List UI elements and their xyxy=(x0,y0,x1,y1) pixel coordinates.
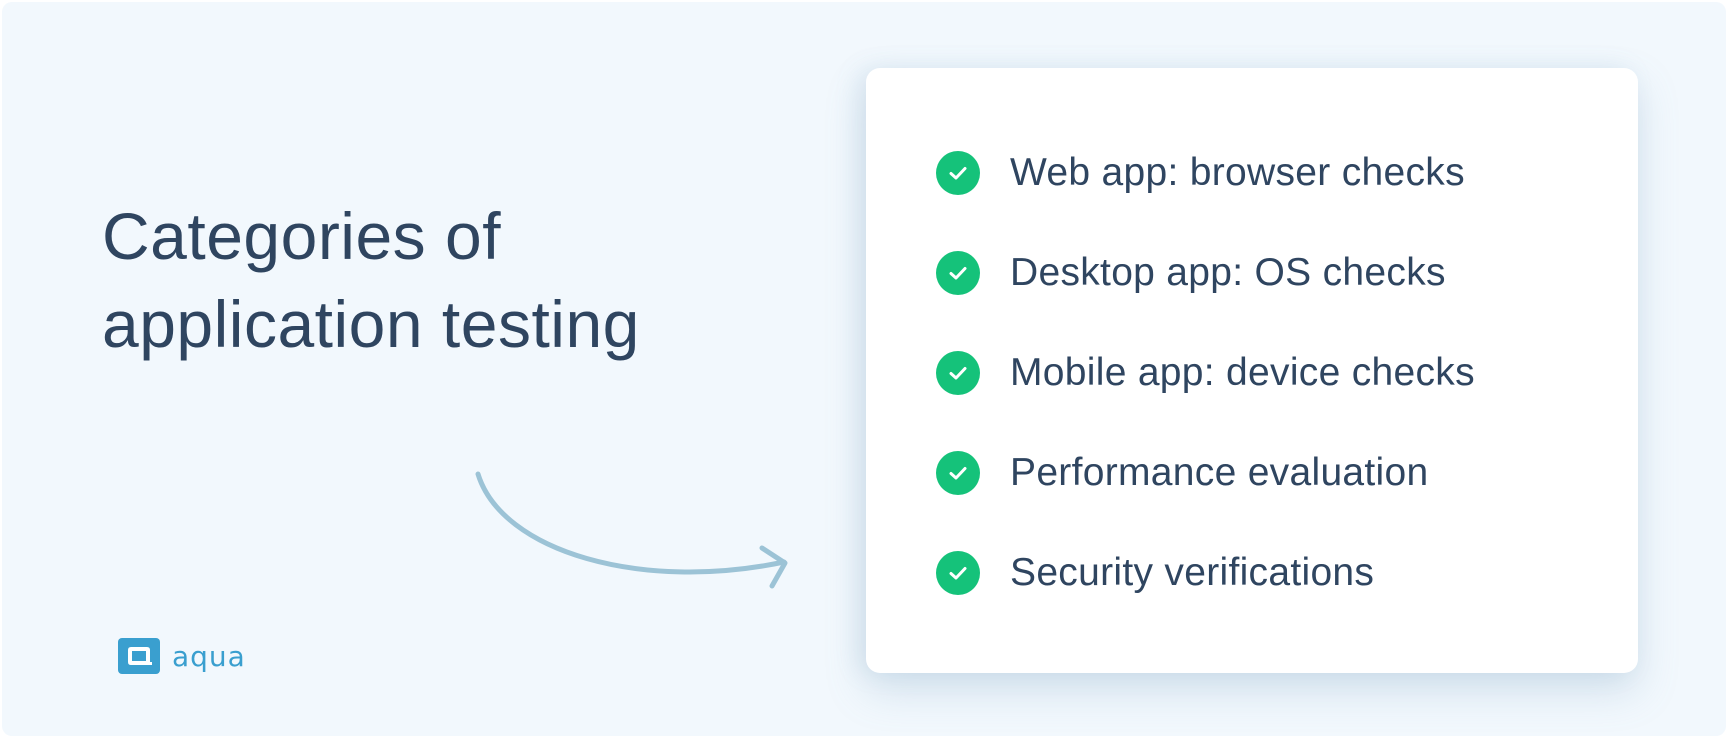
aqua-logo-mark-icon xyxy=(118,638,160,674)
list-item: Security verifications xyxy=(936,551,1475,595)
list-item-label: Web app: browser checks xyxy=(1010,151,1465,194)
list-item: Mobile app: device checks xyxy=(936,351,1475,395)
check-circle-icon xyxy=(936,551,980,595)
list-item-label: Desktop app: OS checks xyxy=(1010,251,1446,294)
check-circle-icon xyxy=(936,251,980,295)
title-line-2: application testing xyxy=(102,287,640,361)
checklist-card: Web app: browser checks Desktop app: OS … xyxy=(866,68,1638,673)
list-item-label: Security verifications xyxy=(1010,551,1375,594)
list-item-label: Mobile app: device checks xyxy=(1010,351,1475,394)
check-circle-icon xyxy=(936,351,980,395)
aqua-logo-text: aqua xyxy=(172,639,246,673)
list-item: Performance evaluation xyxy=(936,451,1475,495)
title-line-1: Categories of xyxy=(102,199,502,273)
page-title: Categories of application testing xyxy=(102,192,640,368)
aqua-logo: aqua xyxy=(118,638,246,674)
list-item-label: Performance evaluation xyxy=(1010,451,1429,494)
check-circle-icon xyxy=(936,451,980,495)
check-circle-icon xyxy=(936,151,980,195)
checklist: Web app: browser checks Desktop app: OS … xyxy=(936,151,1475,651)
curved-arrow-icon xyxy=(475,471,788,589)
list-item: Desktop app: OS checks xyxy=(936,251,1475,295)
list-item: Web app: browser checks xyxy=(936,151,1475,195)
